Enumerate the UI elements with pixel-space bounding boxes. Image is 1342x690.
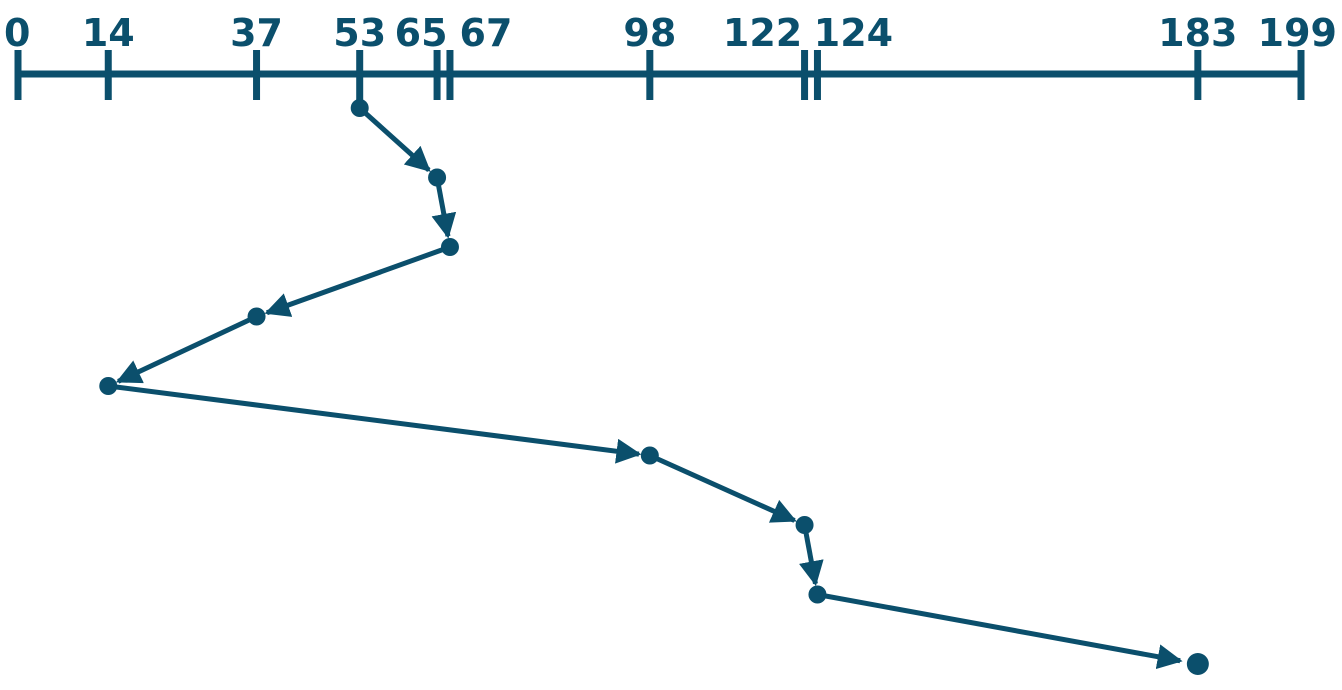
tick-label: 124 bbox=[814, 11, 893, 55]
request-point bbox=[428, 168, 447, 187]
tick-label: 65 bbox=[395, 11, 448, 55]
request-point bbox=[99, 377, 118, 395]
tick-label: 37 bbox=[230, 11, 283, 55]
seek-arrow bbox=[648, 453, 797, 523]
tick-label: 98 bbox=[623, 11, 676, 55]
tick-label: 53 bbox=[333, 11, 386, 55]
seek-arrow bbox=[264, 244, 451, 317]
request-point bbox=[808, 585, 827, 604]
request-point bbox=[440, 238, 459, 256]
seek-arrow bbox=[817, 592, 1183, 670]
seek-path bbox=[107, 106, 1183, 670]
request-point bbox=[350, 99, 369, 117]
tick-label: 0 bbox=[4, 11, 30, 55]
tick-label: 199 bbox=[1258, 11, 1337, 55]
seek-arrow bbox=[115, 314, 258, 384]
request-point bbox=[247, 307, 266, 326]
seek-arrow bbox=[107, 383, 642, 464]
request-point bbox=[640, 446, 659, 465]
request-point bbox=[795, 516, 814, 534]
tick-label: 122 bbox=[723, 11, 802, 55]
tick-label: 183 bbox=[1158, 11, 1237, 55]
tick-label: 14 bbox=[82, 11, 135, 55]
request-points bbox=[99, 99, 1209, 675]
seek-arrow bbox=[358, 106, 431, 173]
seek-arrow bbox=[431, 177, 457, 239]
tick-label: 67 bbox=[460, 11, 513, 55]
request-point bbox=[1186, 653, 1209, 675]
seek-arrow bbox=[799, 524, 824, 587]
